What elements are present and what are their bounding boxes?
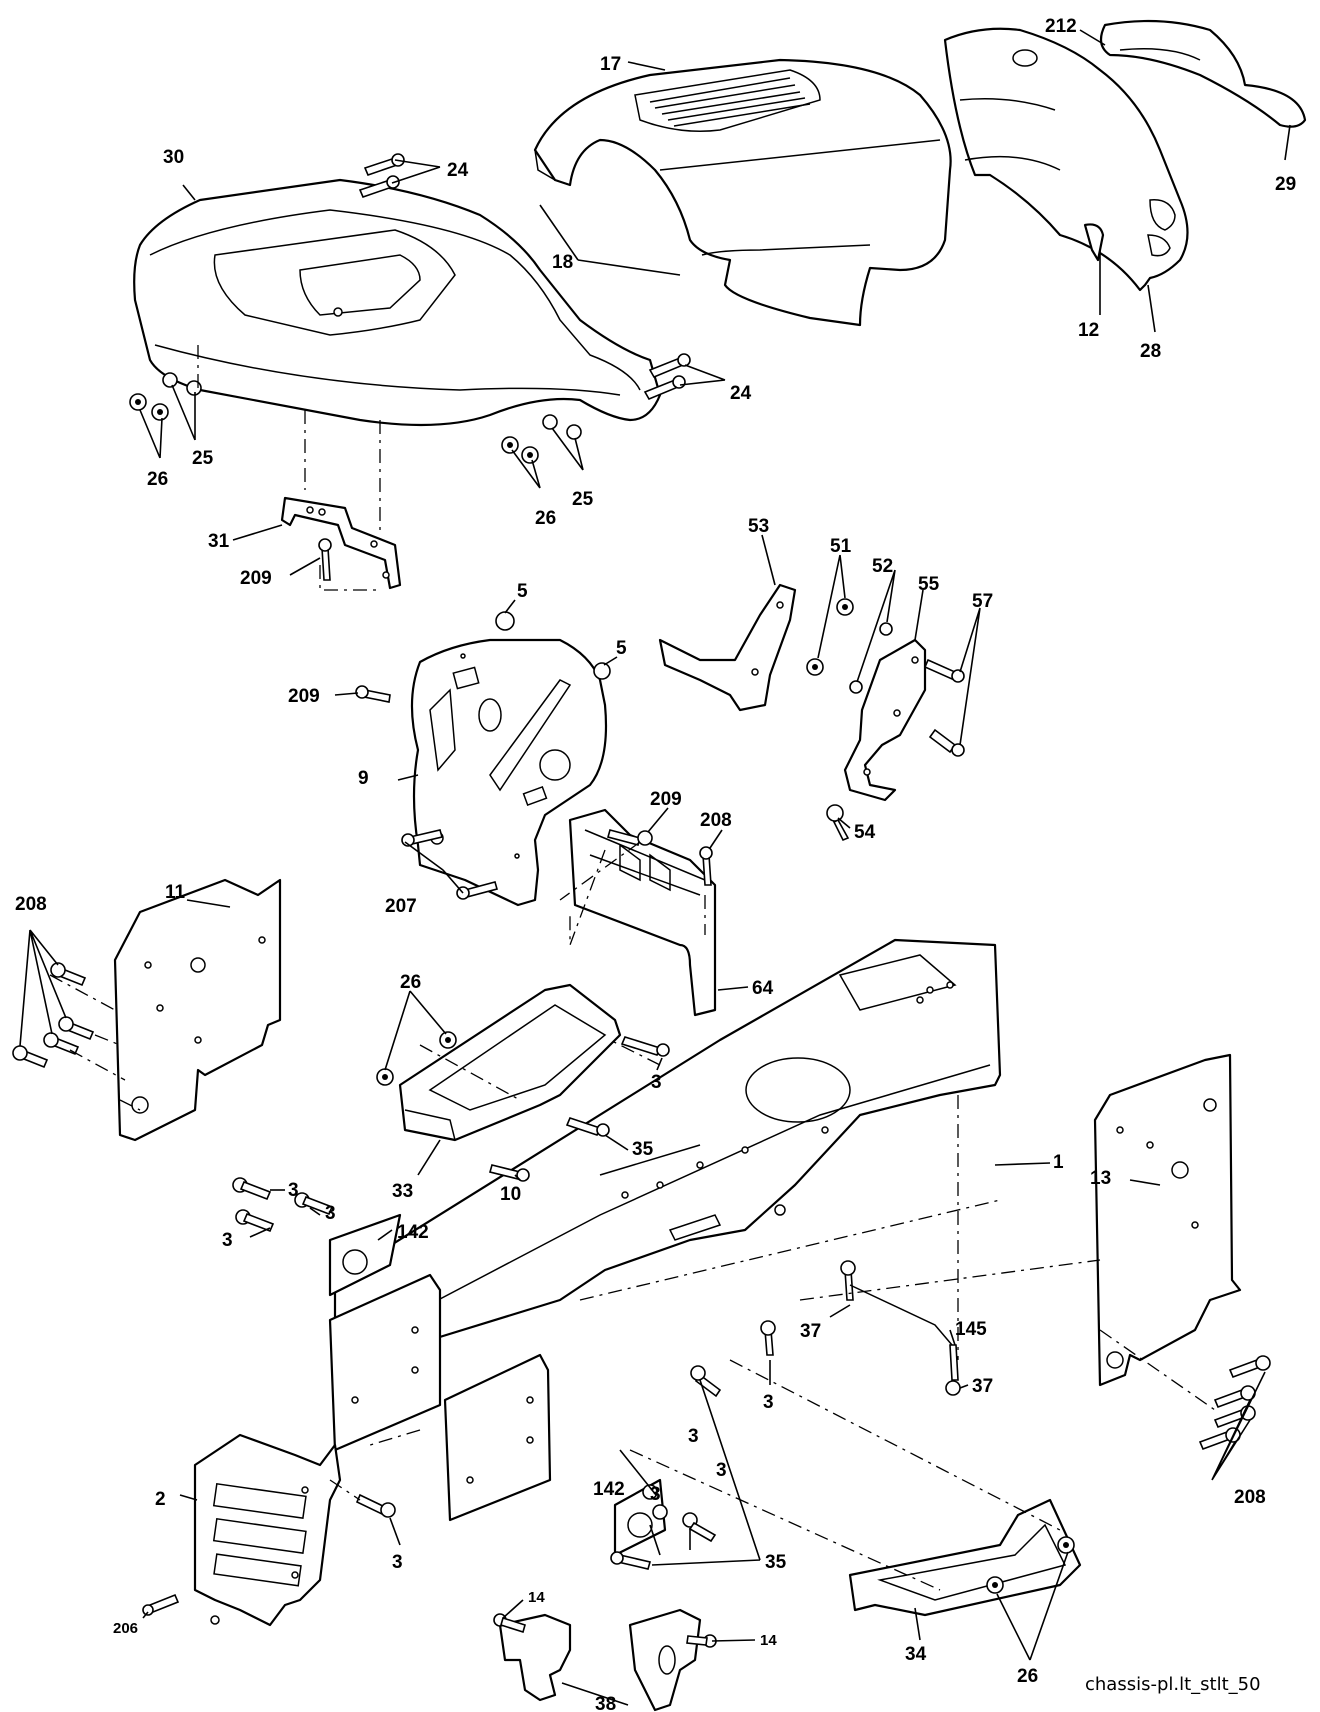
callout-3-142-b: 3: [650, 1484, 661, 1505]
callout-25-left: 25: [192, 448, 214, 469]
plate-front-right-part: [443, 1353, 552, 1522]
callout-3-142-a: 3: [688, 1426, 699, 1447]
callout-51: 51: [830, 536, 852, 557]
callout-208-right: 208: [1234, 1487, 1266, 1508]
callout-145: 145: [955, 1319, 987, 1340]
callout-3-bracket: 3: [392, 1552, 403, 1573]
callout-1: 1: [1053, 1152, 1064, 1173]
side-plate-11-part: [113, 878, 282, 1142]
bracket-55-part: [843, 638, 927, 802]
callout-209-dash-left: 209: [288, 686, 320, 707]
callout-142-upper: 142: [397, 1222, 429, 1243]
callout-3-142-c: 3: [716, 1460, 727, 1481]
footrest-34-part: [848, 1498, 1082, 1617]
callout-64: 64: [752, 978, 774, 999]
callout-38: 38: [595, 1694, 616, 1712]
callout-37-lower: 37: [972, 1376, 993, 1397]
callout-142-lower: 142: [593, 1479, 625, 1500]
callout-10: 10: [500, 1184, 521, 1205]
callout-3-front-a: 3: [288, 1180, 299, 1201]
plate-front-left-part: [328, 1273, 442, 1452]
callout-14-right: 14: [760, 1632, 777, 1649]
callout-14-left: 14: [528, 1589, 545, 1606]
bracket-31-part: [280, 496, 402, 590]
bracket-38-left-part: [498, 1613, 572, 1702]
footrest-33-part: [398, 983, 622, 1142]
callout-209-bracket: 209: [240, 568, 272, 589]
callout-26-right: 26: [535, 508, 556, 529]
callout-35-lower: 35: [765, 1552, 787, 1573]
callout-3-front-c: 3: [222, 1230, 233, 1251]
side-plate-13-part: [1093, 1053, 1242, 1387]
callout-207: 207: [385, 896, 417, 917]
grille-part: [943, 19, 1307, 292]
assembly-lines: [49, 345, 1216, 1591]
callout-34: 34: [905, 1644, 927, 1665]
callout-208-left: 208: [15, 894, 47, 915]
callout-212: 212: [1045, 16, 1077, 37]
callout-18: 18: [552, 252, 573, 273]
callout-29: 29: [1275, 174, 1296, 195]
callout-31: 31: [208, 531, 230, 552]
diagram-caption: chassis-pl.lt_stlt_50: [1085, 1674, 1261, 1695]
callout-25-right: 25: [572, 489, 594, 510]
fender-part: [133, 178, 662, 427]
rail-64-part: [568, 808, 717, 1017]
hood-part: [533, 58, 952, 327]
callout-57: 57: [972, 591, 993, 612]
callout-2: 2: [155, 1489, 166, 1510]
callout-28: 28: [1140, 341, 1161, 362]
callout-206: 206: [113, 1620, 138, 1637]
callout-37-upper: 37: [800, 1321, 821, 1342]
callout-209-dash-right: 209: [650, 789, 682, 810]
callout-35-upper: 35: [632, 1139, 654, 1160]
callout-13: 13: [1090, 1168, 1111, 1189]
bracket-142-upper-part: [328, 1213, 402, 1297]
callout-11: 11: [165, 882, 186, 903]
callout-17: 17: [600, 54, 621, 75]
callout-55: 55: [918, 574, 940, 595]
bracket-2-part: [193, 1433, 342, 1627]
bracket-53-part: [658, 583, 797, 712]
bracket-38-right-part: [628, 1608, 702, 1712]
callout-24-lower: 24: [730, 383, 752, 404]
callout-208-rail: 208: [700, 810, 732, 831]
leader-lines: [19, 29, 1291, 1706]
callout-5-left: 5: [517, 581, 528, 602]
callout-26-lower: 26: [1017, 1666, 1038, 1687]
callout-3-frame: 3: [763, 1392, 774, 1413]
callout-33: 33: [392, 1181, 413, 1202]
hardware-group: [12, 153, 1271, 1648]
callout-54: 54: [854, 822, 876, 843]
callout-26-left: 26: [147, 469, 168, 490]
callout-12: 12: [1078, 320, 1099, 341]
callout-24-upper: 24: [447, 160, 469, 181]
callout-labels: 17 212 29 30 24 18 12 28 24 25 26 26 25 …: [15, 16, 1296, 1712]
callout-3-front-b: 3: [325, 1203, 336, 1224]
callout-5-right: 5: [616, 638, 627, 659]
callout-9: 9: [358, 768, 369, 789]
callout-26-footrest: 26: [400, 972, 421, 993]
callout-53: 53: [748, 516, 769, 537]
callout-52: 52: [872, 556, 893, 577]
callout-30: 30: [163, 147, 184, 168]
callout-3-footrest: 3: [651, 1072, 662, 1093]
